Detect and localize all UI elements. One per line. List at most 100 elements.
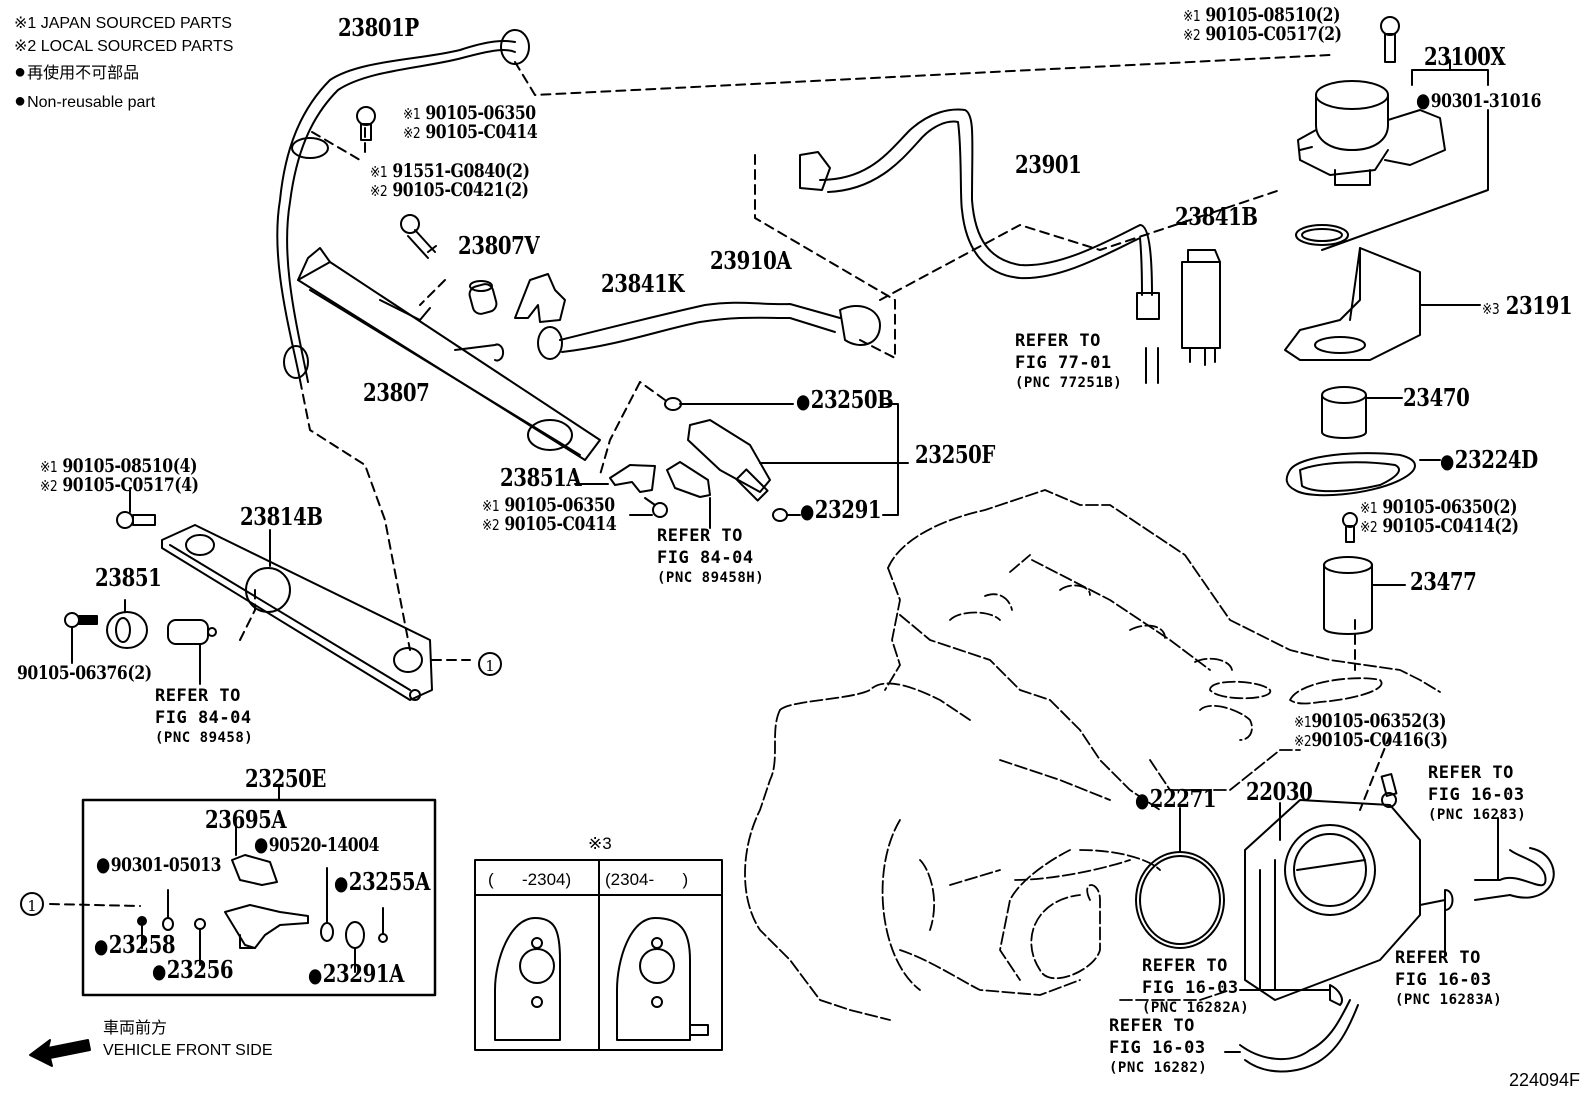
label-23291A[interactable]: 23291A — [308, 962, 405, 986]
circle-ref-1-kit[interactable]: 1 — [20, 892, 44, 916]
label-23807[interactable]: 23807 — [363, 378, 430, 407]
kit-90301-05013[interactable] — [162, 917, 174, 931]
legend-japan-sourced: ※1 JAPAN SOURCED PARTS — [14, 15, 232, 32]
bolt-91551-G0840[interactable] — [400, 214, 437, 259]
label-22271[interactable]: 22271 — [1135, 787, 1217, 811]
hose-clamp-16282A[interactable] — [1329, 984, 1343, 1006]
label-90301-05013[interactable]: 90301-05013 — [96, 854, 222, 875]
label-23256[interactable]: 23256 — [152, 958, 234, 982]
vehicle-front-arrow — [29, 1039, 91, 1067]
bolt-90105-06376[interactable] — [64, 612, 98, 628]
kit-23291A[interactable] — [345, 921, 365, 949]
lifter-23470[interactable] — [1321, 386, 1403, 439]
insulator-23191[interactable] — [1284, 247, 1481, 361]
dashed-leaders — [49, 54, 1391, 907]
label-23291[interactable]: 23291 — [800, 498, 882, 522]
label-23100X[interactable]: 23100X — [1424, 42, 1506, 71]
fuel-hose-23910A[interactable] — [537, 301, 881, 360]
fuel-hose-23901[interactable] — [799, 108, 1160, 320]
kit-23258[interactable] — [137, 916, 147, 926]
label-22030[interactable]: 22030 — [1246, 777, 1313, 806]
label-23841K[interactable]: 23841K — [601, 269, 685, 298]
housing-23477[interactable] — [1323, 556, 1406, 635]
legend-nonreusable-en: Non-reusable part — [27, 94, 156, 112]
o-ring-90301-31016[interactable] — [1295, 224, 1349, 246]
fuel-pipe-23801P[interactable] — [276, 29, 530, 383]
gasket-22271[interactable] — [1135, 851, 1225, 949]
label-23851[interactable]: 23851 — [95, 563, 162, 592]
ref-fig-16-03-16282A[interactable]: REFER TO FIG 16-03 (PNC 16282A) — [1142, 956, 1250, 1016]
label-bolt-rail[interactable]: ※1 90105-08510(4) ※2 90105-C0517(4) — [40, 455, 199, 496]
label-23910A[interactable]: 23910A — [710, 246, 792, 275]
gasket-23224D[interactable] — [1285, 452, 1441, 497]
label-23255A[interactable]: 23255A — [334, 870, 431, 894]
label-90520-14004[interactable]: 90520-14004 — [254, 834, 380, 855]
water-hose-16283[interactable] — [1474, 847, 1555, 901]
label-23901[interactable]: 23901 — [1015, 150, 1082, 179]
ref-fig-77-01[interactable]: REFER TO FIG 77-01 (PNC 77251B) — [1015, 331, 1123, 391]
label-bolt-b[interactable]: ※1 91551-G0840(2) ※2 90105-C0421(2) — [370, 160, 530, 201]
label-bolt-a[interactable]: ※1 90105-06350 ※2 90105-C0414 — [403, 102, 538, 143]
kit-injector[interactable] — [224, 904, 309, 949]
variant-table — [474, 859, 723, 1051]
bolt-rail[interactable] — [116, 511, 156, 529]
spacer-23851[interactable] — [106, 611, 148, 649]
throttle-body-22030[interactable] — [1244, 799, 1421, 1001]
vehicle-front-label: 車両前方 VEHICLE FRONT SIDE — [103, 1020, 273, 1059]
clip-23851A[interactable] — [609, 464, 656, 493]
kit-23256[interactable] — [194, 918, 206, 930]
legend-local-sourced: ※2 LOCAL SOURCED PARTS — [14, 38, 234, 56]
label-23250B[interactable]: 23250B — [796, 388, 894, 412]
label-90105-06376[interactable]: 90105-06376(2) — [17, 662, 152, 684]
label-23470[interactable]: 23470 — [1403, 383, 1470, 412]
kit-90520-14004[interactable] — [320, 922, 334, 942]
water-hose-16282[interactable] — [1239, 999, 1359, 1073]
clamp-23841K[interactable] — [514, 273, 566, 323]
label-23851A[interactable]: 23851A — [500, 463, 582, 492]
circle-ref-1-rail[interactable]: 1 — [478, 652, 502, 676]
ref-fig-16-03-16283[interactable]: REFER TO FIG 16-03 (PNC 16283) — [1428, 763, 1527, 823]
label-23695A[interactable]: 23695A — [205, 805, 287, 834]
pipe-77-01 — [1145, 347, 1159, 384]
bolt-90105-06350-d[interactable] — [644, 497, 668, 518]
engine-block-outline — [744, 489, 1441, 1021]
label-23258[interactable]: 23258 — [94, 933, 176, 957]
legend-nonreusable-jp: 再使用不可部品 — [27, 65, 140, 83]
label-23224D[interactable]: 23224D — [1440, 448, 1538, 472]
label-bolt-pump[interactable]: ※1 90105-08510(2) ※2 90105-C0517(2) — [1183, 4, 1342, 45]
connector-23841B[interactable] — [1181, 249, 1221, 366]
label-23841B[interactable]: 23841B — [1175, 202, 1258, 231]
label-bolt-c[interactable]: ※1 90105-06350(2) ※2 90105-C0414(2) — [1360, 496, 1519, 537]
ref-fig-16-03-16282[interactable]: REFER TO FIG 16-03 (PNC 16282) — [1109, 1016, 1208, 1076]
fuel-delivery-pipe-23807[interactable] — [297, 247, 601, 461]
spacer-23807V[interactable] — [468, 280, 498, 316]
label-23250E[interactable]: 23250E — [245, 764, 327, 793]
bolt-throttle[interactable] — [1380, 773, 1398, 808]
pressure-sensor-89458[interactable] — [167, 619, 217, 645]
kit-23255A[interactable] — [378, 933, 388, 943]
pressure-sensor-89458H[interactable] — [666, 461, 711, 498]
ref-fig-16-03-16283A[interactable]: REFER TO FIG 16-03 (PNC 16283A) — [1395, 948, 1503, 1008]
label-23250F[interactable]: 23250F — [915, 440, 995, 469]
label-23801P[interactable]: 23801P — [338, 13, 419, 42]
label-23814B[interactable]: 23814B — [240, 502, 323, 531]
seal-23291[interactable] — [772, 508, 788, 522]
label-bolt-throttle[interactable]: ※190105-06352(3) ※290105-C0416(3) — [1294, 710, 1448, 751]
label-90301-31016[interactable]: 90301-31016 — [1416, 90, 1542, 111]
fuel-pump-23100X[interactable] — [1297, 80, 1446, 186]
kit-clamp-23695A[interactable] — [231, 854, 278, 886]
ref-fig-84-04-89458[interactable]: REFER TO FIG 84-04 (PNC 89458) — [155, 686, 254, 746]
label-23807V[interactable]: 23807V — [458, 231, 540, 260]
variant-table-title: ※3 — [588, 834, 612, 853]
variant-col-before-2304: ( -2304) — [488, 870, 572, 889]
bolt-pump[interactable] — [1380, 16, 1400, 63]
hose-clamp-16283A[interactable] — [1419, 889, 1454, 911]
label-23477[interactable]: 23477 — [1410, 567, 1477, 596]
fuel-injector-23250F[interactable] — [664, 397, 771, 502]
label-23191[interactable]: ※3 23191 — [1482, 291, 1573, 320]
label-bolt-d[interactable]: ※1 90105-06350 ※2 90105-C0414 — [482, 494, 617, 535]
bolt-90105-06350-top[interactable] — [356, 106, 376, 141]
fuel-rail-23814B[interactable] — [161, 524, 433, 701]
ref-fig-84-04-89458H[interactable]: REFER TO FIG 84-04 (PNC 89458H) — [657, 526, 765, 586]
bolt-90105-06350-c[interactable] — [1342, 512, 1358, 543]
